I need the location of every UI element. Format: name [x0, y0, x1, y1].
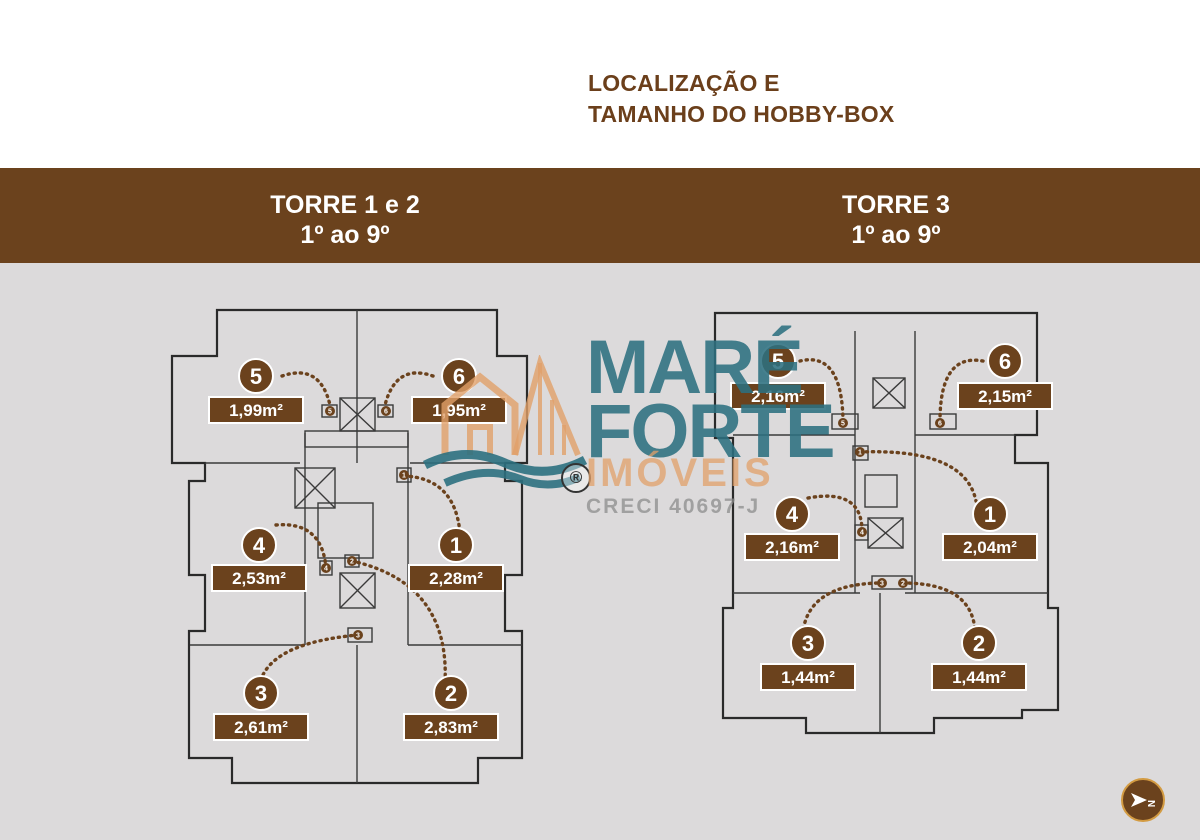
box-number: 6 — [453, 364, 465, 389]
svg-text:3: 3 — [880, 581, 884, 588]
svg-text:5: 5 — [328, 409, 332, 416]
house-wave-icon — [422, 355, 588, 489]
tower-1-2-name: TORRE 1 e 2 — [270, 191, 420, 219]
box-area: 2,61m² — [234, 718, 288, 737]
svg-text:1: 1 — [402, 473, 406, 480]
leader-4 — [806, 494, 864, 533]
hobby-box-marker-1: 1 2,28m² — [408, 527, 504, 592]
elevator — [339, 572, 376, 609]
tower-header-band — [0, 168, 1200, 263]
watermark-line-3: IMÓVEIS — [586, 451, 774, 495]
hobby-box-marker-5: 5 1,99m² — [208, 358, 304, 424]
hobby-box-3-slot — [347, 627, 373, 643]
hobby-box-6-slot — [929, 413, 957, 430]
hobby-box-marker-3: 3 2,61m² — [213, 675, 309, 741]
leader-1 — [858, 450, 978, 503]
elevator — [339, 397, 376, 432]
watermark-line-1: MARÉ — [586, 325, 804, 410]
hobby-box-marker-1: 1 2,04m² — [942, 496, 1038, 561]
hobby-box-marker-4: 4 2,16m² — [744, 496, 840, 561]
hobby-box-5-slot — [831, 413, 859, 430]
box-number: 3 — [255, 681, 267, 706]
leader-5 — [798, 358, 845, 423]
box-area: 2,15m² — [978, 387, 1032, 406]
hobby-box-marker-3: 3 1,44m² — [760, 625, 856, 691]
title-line-1: LOCALIZAÇÃO E — [588, 70, 780, 96]
watermark-line-2: FORTE — [586, 389, 836, 474]
tower-3-name: TORRE 3 — [842, 191, 950, 219]
title-line-2: TAMANHO DO HOBBY-BOX — [588, 101, 895, 127]
compass-label: N — [1145, 800, 1156, 807]
box-area: 2,83m² — [424, 718, 478, 737]
svg-text:4: 4 — [860, 530, 864, 537]
hobby-box-5-slot — [321, 404, 338, 418]
box-area: 2,53m² — [232, 569, 286, 588]
svg-text:6: 6 — [938, 421, 942, 428]
leader-3 — [801, 581, 885, 633]
box-number: 5 — [772, 349, 784, 374]
tower-3-floors: 1º ao 9º — [851, 221, 941, 249]
svg-text:3: 3 — [356, 633, 360, 640]
svg-text:2: 2 — [350, 559, 354, 566]
box-number: 1 — [984, 502, 996, 527]
box-area: 2,16m² — [765, 538, 819, 557]
box-number: 2 — [445, 681, 457, 706]
tower-1-2-plan: 5 6 1 2 4 3 5 1,99m² 6 1,95m² 4 2,53m² — [170, 308, 529, 785]
svg-text:2: 2 — [901, 581, 905, 588]
box-number: 2 — [973, 631, 985, 656]
hobby-box-marker-4: 4 2,53m² — [211, 527, 307, 592]
tower-1-2-heading: TORRE 1 e 2 1º ao 9º — [195, 190, 495, 250]
box-area: 2,04m² — [963, 538, 1017, 557]
leader-2 — [901, 581, 977, 633]
box-number: 4 — [253, 533, 266, 558]
page-title: LOCALIZAÇÃO E TAMANHO DO HOBBY-BOX — [588, 68, 894, 130]
registered-mark: ® — [561, 463, 591, 493]
svg-text:4: 4 — [324, 566, 328, 573]
box-area: 2,16m² — [751, 387, 805, 406]
svg-text:6: 6 — [384, 409, 388, 416]
floor-plans-area: .wall { fill: #dcdadb; stroke: #2a2a2a; … — [0, 263, 1200, 840]
tower-1-2-floors: 1º ao 9º — [300, 221, 390, 249]
hobby-box-6-slot — [377, 404, 394, 418]
elevator — [294, 467, 336, 509]
box-area: 1,99m² — [229, 401, 283, 420]
box-number: 6 — [999, 349, 1011, 374]
box-area: 2,28m² — [429, 569, 483, 588]
leader-1 — [402, 474, 462, 535]
hobby-box-marker-6: 6 2,15m² — [957, 343, 1053, 410]
leader-5 — [280, 371, 332, 407]
box-number: 5 — [250, 364, 262, 389]
leader-2 — [350, 559, 447, 685]
box-number: 3 — [802, 631, 814, 656]
box-number: 1 — [450, 533, 462, 558]
floor-plans-svg: .wall { fill: #dcdadb; stroke: #2a2a2a; … — [170, 308, 1060, 785]
leader-4 — [274, 523, 328, 570]
header-area — [0, 0, 1200, 168]
watermark-logo: MARÉ FORTE ® IMÓVEIS CRECI 40697-J — [420, 315, 836, 530]
svg-text:1: 1 — [858, 450, 862, 457]
tower-3-heading: TORRE 3 1º ao 9º — [746, 190, 1046, 250]
hobby-box-marker-2: 2 2,83m² — [403, 675, 499, 741]
compass-arrow-icon: N — [1131, 793, 1156, 807]
north-compass-icon: N — [1121, 778, 1165, 822]
elevator — [872, 377, 906, 409]
watermark-creci: CRECI 40697-J — [586, 495, 761, 518]
tower-3-plan: 5 6 1 4 3 2 5 2,16m² 6 2,15m² 4 2,16m² — [713, 311, 1060, 735]
leader-3 — [258, 633, 360, 685]
stairs — [864, 474, 898, 508]
leader-6 — [383, 371, 435, 407]
box-number: 4 — [786, 502, 799, 527]
svg-text:5: 5 — [841, 421, 845, 428]
leader-6 — [938, 358, 985, 423]
box-area: 1,44m² — [781, 668, 835, 687]
hobby-box-marker-2: 2 1,44m² — [931, 625, 1027, 691]
hobby-box-marker-5: 5 2,16m² — [730, 343, 826, 410]
box-area: 1,44m² — [952, 668, 1006, 687]
